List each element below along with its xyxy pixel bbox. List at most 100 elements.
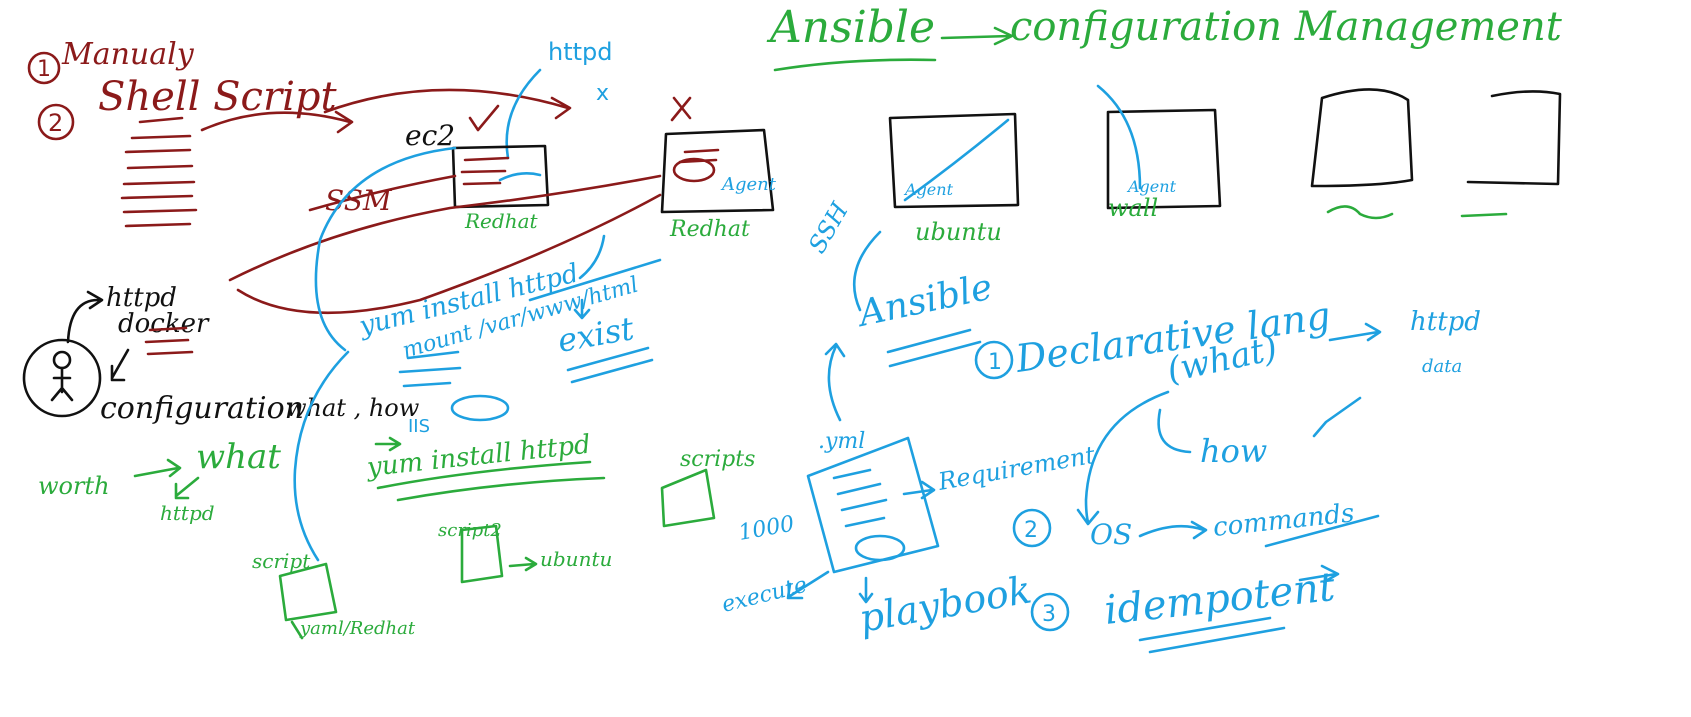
title-underline (773, 58, 937, 72)
how-check (1312, 396, 1362, 438)
agent-1-label: Agent (720, 174, 777, 195)
person-head-icon (52, 350, 72, 370)
script-box-tick (290, 620, 304, 640)
server-box-6 (1466, 90, 1562, 186)
ansible-center-label: Ansible (852, 267, 996, 336)
data-label: data (1422, 356, 1462, 377)
execute-label: execute (719, 573, 809, 618)
docker-loop-bottom (236, 193, 662, 315)
ec2-to-yum-curve (314, 146, 457, 352)
number-3-circle (1030, 592, 1070, 632)
server-2-ellipse (672, 157, 716, 183)
httpd-top-label: httpd (548, 38, 613, 66)
httpd-right-arrow (1328, 322, 1382, 342)
script2-label: script2 (438, 520, 502, 541)
manually-label: Manualy (61, 37, 195, 72)
exist-underline (566, 346, 654, 384)
yml-to-ansible-curve (824, 342, 846, 422)
mount-check (578, 234, 606, 280)
commands-label: commands (1212, 498, 1356, 543)
yum-green-underline (376, 460, 606, 502)
number-1-circle (27, 51, 61, 85)
idempotent-underline (1138, 616, 1286, 654)
playbook-label: playbook (856, 567, 1035, 640)
arrow-top (323, 88, 572, 120)
number-2: 2 (48, 109, 63, 137)
ansible-underline (886, 328, 982, 368)
person-circle (22, 338, 102, 418)
declarative-number: 1 (988, 350, 1002, 375)
how-label: how (1200, 432, 1267, 470)
redhat-1-label: Redhat (464, 209, 539, 233)
n1000-label: 1000 (737, 512, 796, 546)
title-ansible: Ansible (766, 2, 935, 53)
script2-box (460, 524, 504, 584)
script-bottom-label: script (252, 549, 311, 573)
how-arrow (1157, 408, 1192, 454)
httpd-docker-label: httpd (106, 283, 177, 313)
x-top: x (596, 81, 609, 106)
ec2-label: ec2 (405, 119, 455, 152)
server-1-lines (460, 156, 510, 186)
number-2-circle (37, 103, 75, 141)
docker-loop-top (228, 174, 662, 282)
os-to-commands-arrow (1138, 520, 1208, 540)
idempotent-label: idempotent (1102, 564, 1338, 634)
exist-arrow (573, 298, 591, 320)
execute-arrow (786, 570, 830, 600)
ssm-line (308, 174, 457, 212)
agent-3-label: Agent (1126, 177, 1177, 196)
what-green-label: what (196, 437, 281, 477)
worth-label: worth (38, 472, 110, 500)
ubuntu-2-label: ubuntu (540, 547, 612, 571)
httpd-right-label: httpd (1410, 307, 1481, 337)
yamlredhat-label: yaml/Redhat (299, 618, 416, 639)
httpd-green-label: httpd (160, 501, 215, 525)
server-box-2 (660, 128, 775, 214)
docker-label: docker (118, 309, 210, 339)
x-mark-server-2 (670, 96, 692, 122)
worth-arrow (133, 458, 182, 478)
server-box-3 (888, 112, 1020, 209)
agent-2-label: Agent (903, 180, 954, 199)
person-arrow (66, 290, 104, 344)
iis-label: IIS (408, 416, 430, 437)
number-2-blue: 2 (1024, 518, 1038, 543)
idempotent-arrow (1298, 564, 1340, 584)
ssh-curve (852, 230, 882, 312)
yml-label: .yml (818, 429, 865, 454)
yum-green-arrow (374, 436, 402, 452)
playbook-lines (832, 468, 888, 528)
server-box-4 (1106, 108, 1222, 210)
server-1-blue-mark (498, 172, 542, 182)
scripts-label: scripts (680, 447, 755, 472)
number-2-blue-circle (1012, 508, 1052, 548)
what-arrow (174, 476, 200, 500)
playbook-doc (806, 436, 940, 574)
title-config-mgmt: configuration Management (1010, 4, 1563, 50)
number-3: 3 (1042, 602, 1056, 627)
mount-underline (528, 258, 662, 302)
requirement-label: Requirement (935, 441, 1097, 496)
httpd-top-line (505, 68, 542, 160)
arrow-to-ec2 (200, 110, 354, 134)
yum-notes-lines (398, 350, 462, 388)
scripts-box (660, 468, 716, 528)
playbook-arrow (858, 576, 874, 604)
declarative-number-circle (974, 340, 1014, 380)
declarative-to-os-curve (1076, 390, 1170, 526)
server-box-1 (451, 144, 550, 209)
title-arrow (940, 26, 1014, 46)
script-box (278, 562, 338, 622)
script-lines (120, 116, 198, 228)
number-1: 1 (37, 57, 51, 82)
docker-lines (144, 326, 194, 356)
requirement-arrow (902, 480, 936, 500)
ec2-check (468, 104, 500, 132)
iis-ellipse (450, 394, 510, 422)
server-6-green-label (1460, 212, 1508, 218)
yum-install-green-label: yum install httpd (365, 430, 592, 483)
playbook-ellipse (854, 534, 906, 562)
person-body-icon (50, 366, 74, 402)
